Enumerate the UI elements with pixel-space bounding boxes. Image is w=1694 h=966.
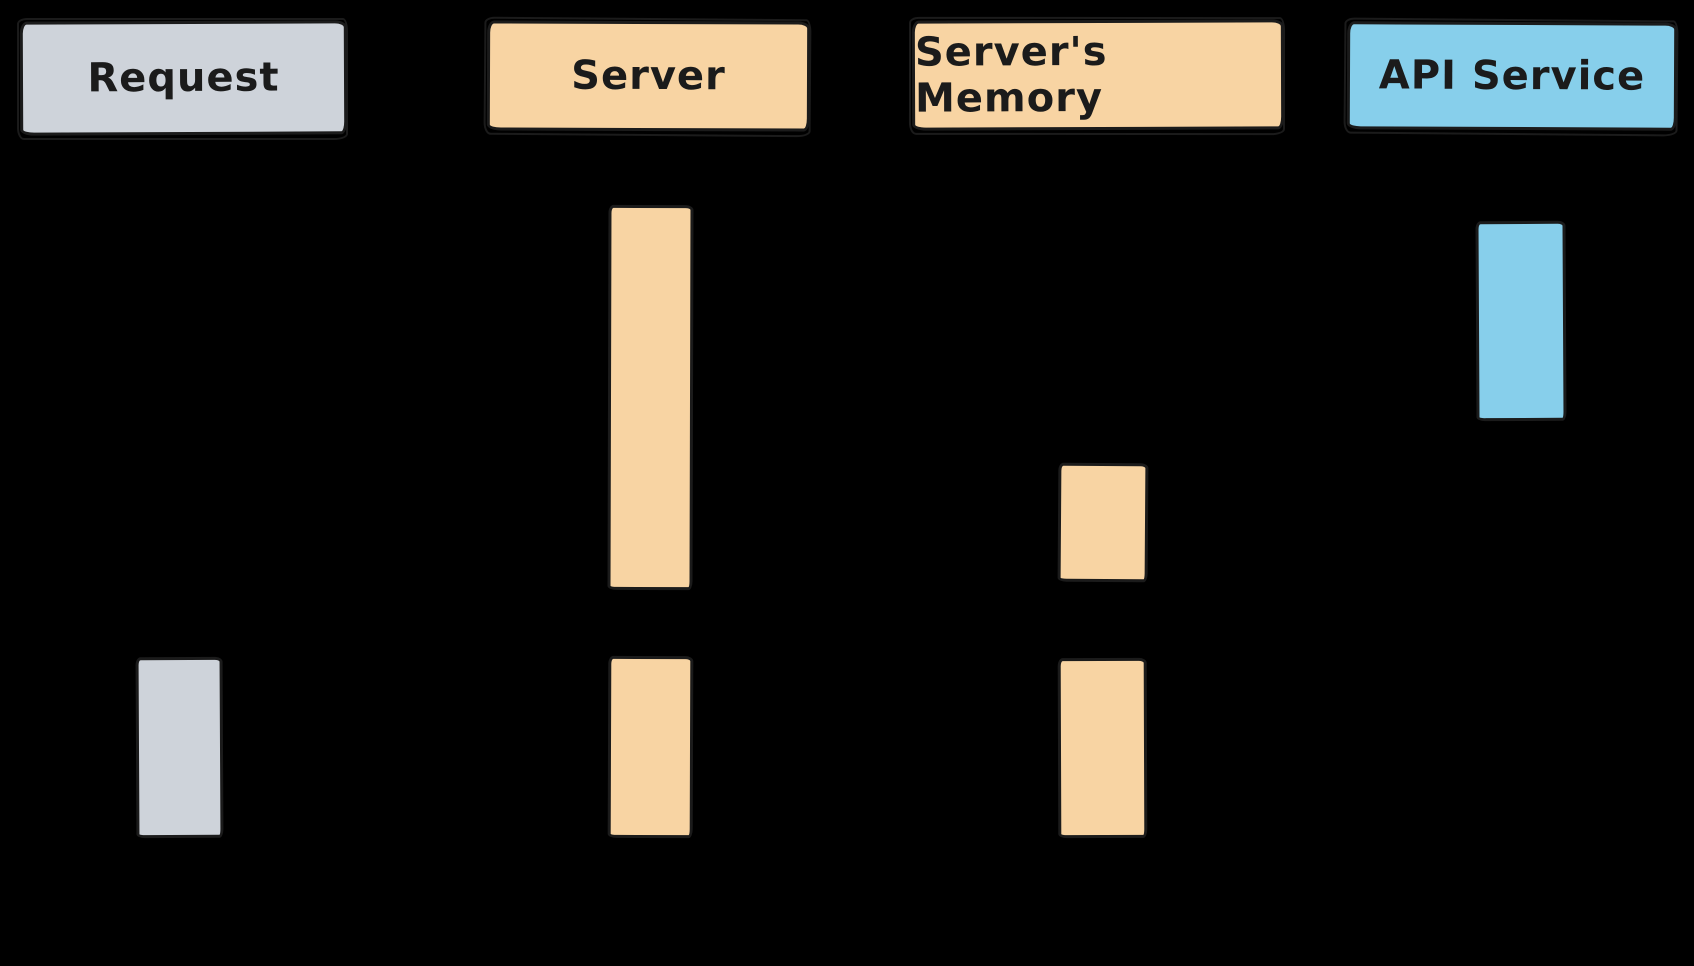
activation-bar-servers-memory-1 <box>1057 462 1149 583</box>
activation-bar-servers-memory-2 <box>1057 657 1148 839</box>
activation-bar-api-service-1 <box>1475 220 1567 422</box>
participant-label-servers-memory: Server's Memory <box>914 28 1108 122</box>
participant-label-server: Server <box>571 52 726 100</box>
participant-label-request: Request <box>87 54 280 102</box>
activation-bar-server-1 <box>607 204 694 591</box>
activation-bar-server-2 <box>607 655 694 839</box>
participant-box-server: Server <box>486 20 811 132</box>
participant-box-servers-memory: Server's Memory <box>911 19 1285 131</box>
participant-box-request: Request <box>19 20 348 136</box>
participant-label-api-service: API Service <box>1378 52 1646 100</box>
participant-box-api-service: API Service <box>1346 21 1678 131</box>
activation-bar-request-1 <box>135 656 224 839</box>
